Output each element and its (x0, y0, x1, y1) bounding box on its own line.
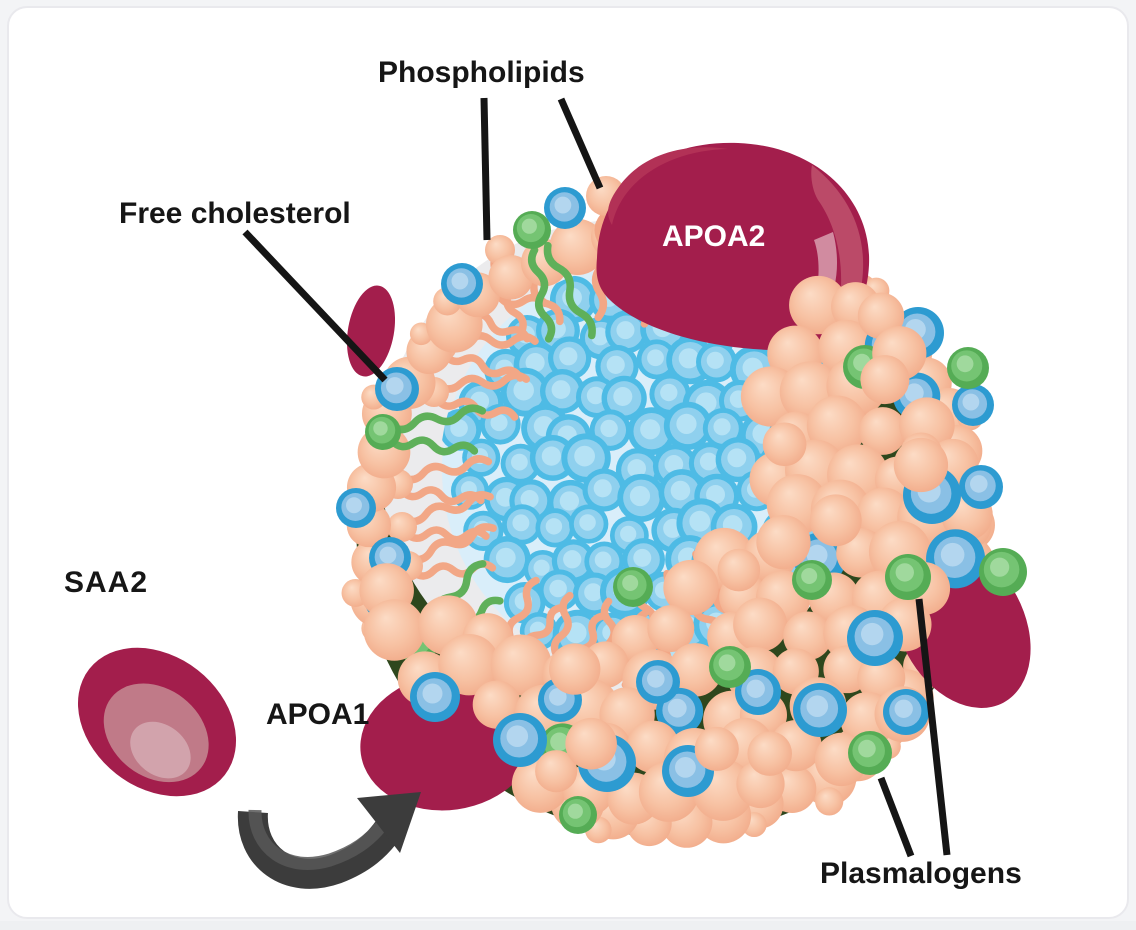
curved-arrow (237, 792, 421, 889)
phospholipid-outer-monolayer (359, 275, 1027, 834)
saa2-label: SAA2 (64, 566, 149, 599)
apoa1-label: APOA1 (266, 698, 370, 731)
phospholipids-label: Phospholipids (378, 56, 585, 89)
plasmalogens-pointer-1 (877, 776, 915, 858)
card-bottom-edge (0, 921, 1136, 930)
plasmalogens-label: Plasmalogens (820, 857, 1022, 890)
plasmalogens-pointer-2 (915, 598, 951, 856)
free-cholesterol-label: Free cholesterol (119, 197, 351, 230)
apoa2-label: APOA2 (662, 220, 766, 253)
free-cholesterol-pointer (242, 229, 388, 383)
saa2-protein (77, 647, 237, 797)
pointer-lines (242, 97, 951, 858)
phospholipids-pointer-1 (480, 97, 491, 241)
phospholipids-pointer-2 (557, 97, 604, 190)
